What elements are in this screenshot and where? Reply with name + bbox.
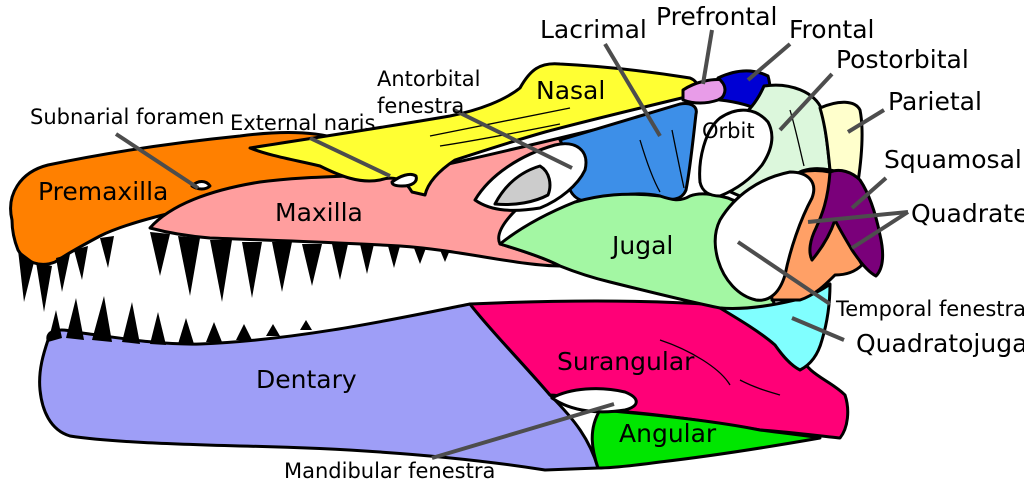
temporal-fenestra-opening [713,170,816,302]
label-dentary: Dentary [256,365,357,394]
label-antorbital-fenestra: fenestra [377,94,464,118]
external-naris-opening [390,172,418,188]
label-prefrontal: Prefrontal [656,2,777,31]
label-premaxilla: Premaxilla [38,177,168,206]
label-quadratojugal: Quadratojugal [856,329,1024,358]
label-maxilla: Maxilla [275,198,363,227]
label-external-naris: External naris [230,111,375,135]
label-surangular: Surangular [557,347,695,376]
label-angular: Angular [619,419,717,448]
label-nasal: Nasal [536,76,605,105]
labels: Lacrimal Prefrontal Frontal Postorbital … [30,2,1024,483]
label-postorbital: Postorbital [836,45,969,74]
upper-teeth [18,232,450,312]
orbit-opening [698,108,774,198]
angular-bone [590,408,822,470]
nasal-texture [429,107,571,147]
label-subnarial-foramen: Subnarial foramen [30,105,224,129]
lacrimal-bone [558,102,698,204]
label-mandibular-fenestra: Mandibular fenestra [284,459,495,483]
label-squamosal: Squamosal [884,145,1022,174]
label-temporal-fenestra: Temporal fenestra [835,297,1024,321]
leader-lines [114,29,910,460]
label-lacrimal: Lacrimal [540,15,647,44]
label-jugal: Jugal [610,231,673,260]
antorbital-fenestra-inner [493,164,552,206]
surangular-texture [659,339,781,396]
lacrimal-texture [639,129,685,193]
label-frontal: Frontal [789,15,875,44]
lower-teeth [48,296,312,345]
label-quadrate: Quadrate [911,199,1024,228]
label-antorbital: Antorbital [377,67,481,91]
label-parietal: Parietal [888,87,982,116]
label-orbit: Orbit [702,119,755,143]
